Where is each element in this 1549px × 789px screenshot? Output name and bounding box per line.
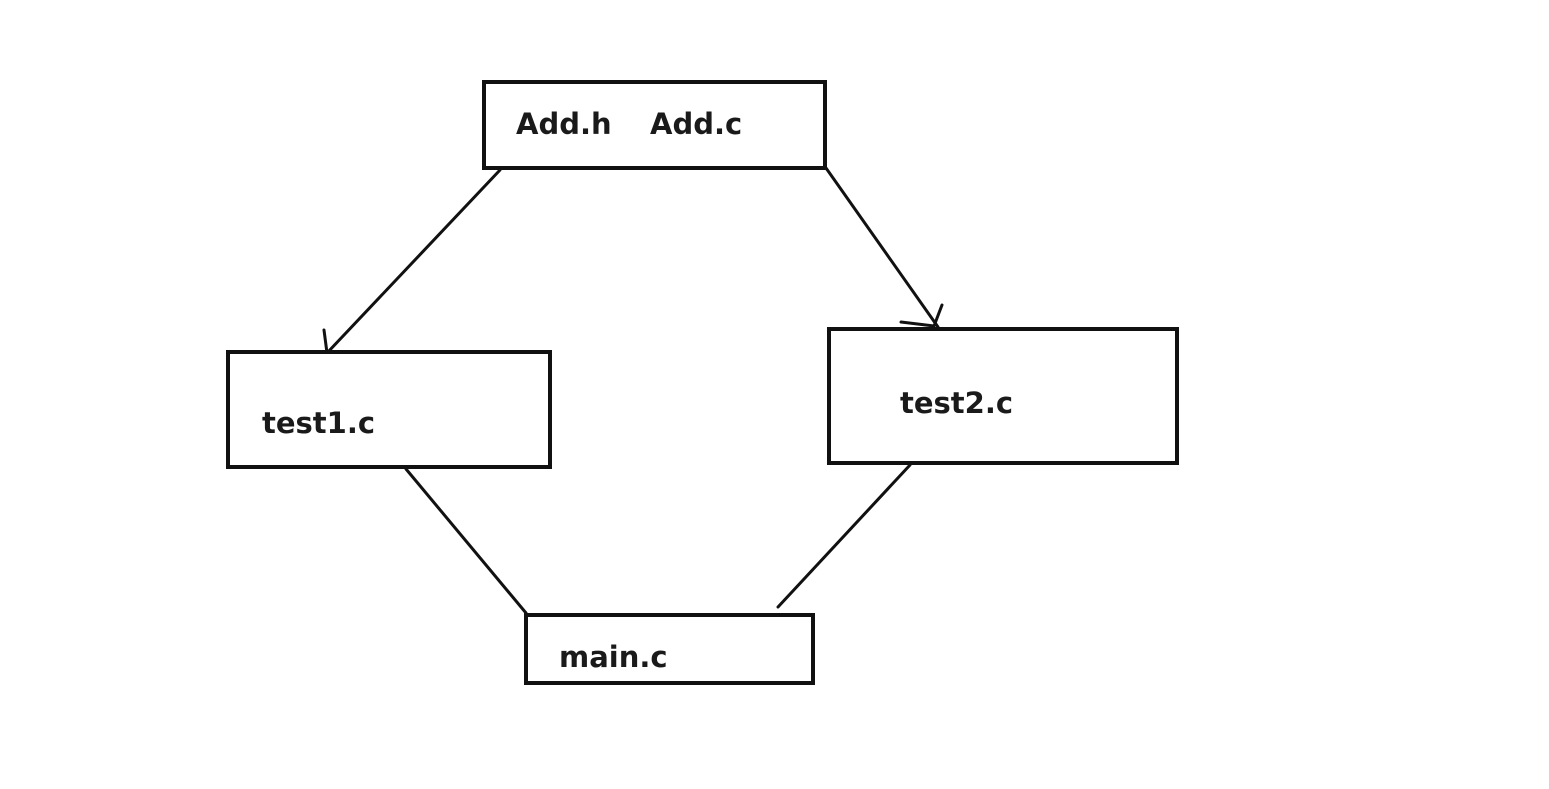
node-add: Add.h Add.c [482, 80, 827, 170]
edge-add-to-test1 [325, 168, 502, 355]
node-add-source-label: Add.c [650, 107, 743, 141]
node-add-header-label: Add.h [516, 107, 612, 141]
edge-add-to-test2 [824, 166, 940, 329]
node-test2: test2.c [827, 327, 1179, 465]
edge-test1-to-main [404, 467, 528, 615]
node-main-label: main.c [559, 640, 668, 674]
arrowhead-test2 [899, 303, 944, 328]
node-main: main.c [524, 613, 815, 685]
node-test2-label: test2.c [900, 386, 1014, 420]
node-test1: test1.c [226, 350, 552, 469]
edge-test2-to-main [776, 463, 912, 609]
node-test1-label: test1.c [262, 406, 376, 440]
